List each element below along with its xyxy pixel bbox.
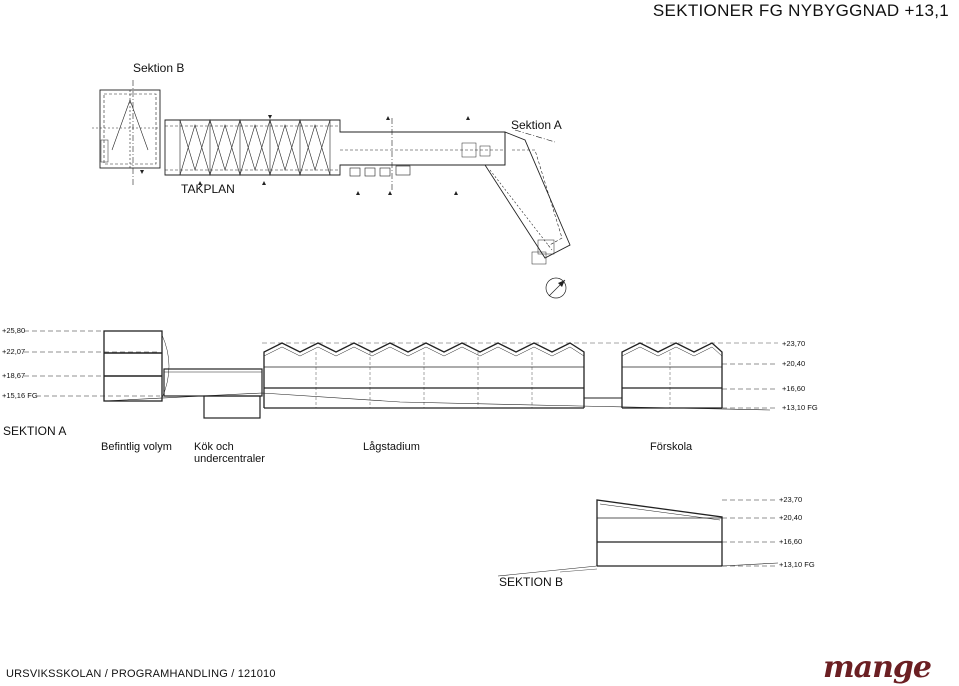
level-label: +16,60 [782, 384, 806, 393]
level-label: +16,60 [779, 537, 803, 546]
section-b-title: SEKTION B [499, 575, 564, 589]
level-label: +23,70 [779, 495, 803, 504]
zone-label-lagstadium: Lågstadium [363, 441, 420, 453]
footer-text: URSVIKSSKOLAN / PROGRAMHANDLING / 121010 [6, 668, 276, 680]
takplan-label: TAKPLAN [181, 182, 235, 196]
section-a-drawing [24, 330, 778, 419]
level-label: +13,10 FG [779, 560, 815, 569]
section-b-plan-label: Sektion B [133, 61, 185, 75]
level-label: +23,70 [782, 339, 806, 348]
level-label: +22,07 [2, 347, 26, 356]
section-a-plan-label: Sektion A [511, 118, 562, 132]
level-label: +15,16 FG [2, 391, 38, 400]
section-b-drawing [497, 499, 779, 577]
brand-logo: mange [822, 650, 932, 685]
level-label: +20,40 [779, 513, 803, 522]
north-arrow-icon [545, 277, 567, 299]
zone-label-forskola: Förskola [650, 441, 693, 453]
zone-label-befintlig: Befintlig volym [101, 441, 172, 453]
zone-label-undercentraler: undercentraler [194, 453, 265, 465]
page-title: SEKTIONER FG NYBYGGNAD +13,1 [652, 1, 949, 20]
zone-label-kok: Kök och [194, 441, 234, 453]
level-label: +18,67 [2, 371, 26, 380]
level-label: +25,80 [2, 326, 26, 335]
level-label: +20,40 [782, 359, 806, 368]
roof-plan [92, 80, 571, 299]
section-a-title: SEKTION A [3, 424, 67, 438]
level-label: +13,10 FG [782, 403, 818, 412]
